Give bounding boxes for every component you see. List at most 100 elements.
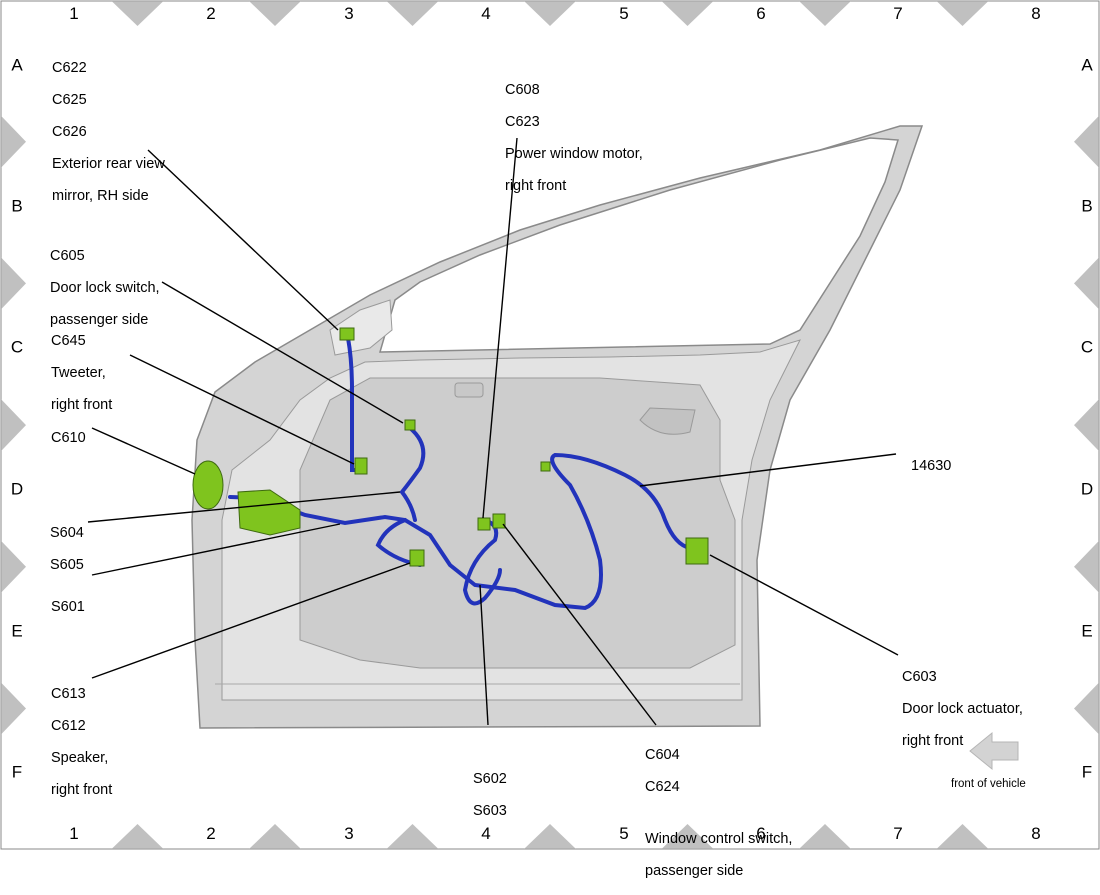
callout-actuator: C603 Door lock actuator, right front (902, 653, 1023, 765)
grid-row-right-A: A (1081, 55, 1093, 75)
frame-marker-top (936, 1, 989, 26)
frame-marker-right (1074, 115, 1099, 168)
callout-line: C624 (645, 779, 680, 795)
grid-row-left-D: D (10, 479, 24, 499)
front-arrow-icon (969, 731, 1019, 771)
connector-c603 (685, 537, 709, 565)
callout-line: passenger side (645, 863, 744, 879)
harness-mirror-branch (346, 336, 362, 472)
frame-marker-right (1074, 682, 1099, 735)
grid-col-top-2: 2 (206, 4, 216, 23)
frame-marker-bottom (799, 824, 851, 849)
mirror-mount (329, 299, 393, 356)
callout-line: S604 (50, 525, 84, 541)
callout-line: Exterior rear view (52, 156, 165, 172)
callout-line: S605 (50, 557, 84, 573)
grid-row-right-E: E (1081, 621, 1093, 641)
connector-c622 (339, 327, 355, 341)
grid-col-bottom-6: 6 (756, 824, 766, 843)
frame-marker-top (111, 1, 164, 26)
frame-marker-left (1, 540, 26, 593)
callout-line: C603 (902, 669, 937, 685)
callout-line: right front (902, 733, 964, 749)
callout-line: C608 (505, 82, 540, 98)
connector-c608 (477, 517, 491, 531)
grid-col-bottom-3: 3 (344, 824, 354, 843)
frame-marker-left (1, 399, 26, 452)
frame-marker-bottom (936, 824, 989, 849)
grid-row-left-A: A (11, 55, 23, 75)
frame-marker-top (524, 1, 576, 26)
frame-marker-top (249, 1, 301, 26)
frame-marker-top (661, 1, 714, 26)
leader-c610 (91, 427, 196, 475)
door-body (191, 125, 924, 729)
grid-col-bottom-5: 5 (619, 824, 629, 843)
callout-s601: S601 (51, 583, 85, 631)
frame-marker-right (1074, 399, 1099, 452)
connector-c604 (492, 513, 506, 529)
callout-line: C613 (51, 686, 86, 702)
grid-row-right-D: D (1080, 479, 1094, 499)
callout-line: C622 (52, 60, 87, 76)
leader-lock-switch (161, 281, 404, 424)
callout-window-motor: C608 C623 Power window motor, right fron… (505, 66, 643, 210)
grid-col-bottom-7: 7 (893, 824, 903, 843)
frame-marker-bottom (111, 824, 164, 849)
grid-col-top-1: 1 (69, 4, 79, 23)
connector-c610 (192, 460, 224, 510)
leader-mirror (147, 149, 339, 331)
grid-col-top-6: 6 (756, 4, 766, 23)
door-harness-diagram (0, 0, 1100, 850)
frame-marker-right (1074, 540, 1099, 593)
leader-window-motor (482, 137, 518, 519)
callout-s604: S604 S605 (50, 509, 84, 589)
frame-marker-top (386, 1, 439, 26)
grid-row-left-B: B (11, 196, 23, 216)
callout-tweeter: C645 Tweeter, right front (51, 317, 112, 429)
harness-speaker-branch (375, 518, 422, 567)
callout-line: Door lock actuator, (902, 701, 1023, 717)
frame-marker-bottom (386, 824, 439, 849)
grid-col-top-3: 3 (344, 4, 354, 23)
leader-actuator (709, 554, 899, 656)
leader-s602 (479, 584, 489, 726)
grid-row-left-F: F (11, 762, 23, 782)
connectors (192, 327, 709, 567)
connector-c613 (409, 549, 425, 567)
connector-c605 (404, 419, 416, 431)
callout-line: 14630 (911, 458, 952, 474)
connector-main-block (237, 489, 301, 536)
callout-speaker: C613 C612 Speaker, right front (51, 670, 112, 814)
frame-marker-top (799, 1, 851, 26)
grid-row-left-E: E (11, 621, 23, 641)
callout-line: right front (505, 178, 567, 194)
callout-line: C625 (52, 92, 87, 108)
callout-line: S601 (51, 599, 85, 615)
grid-col-top-7: 7 (893, 4, 903, 23)
leader-lines (87, 137, 899, 726)
leader-harness (639, 453, 897, 487)
grid-col-bottom-1: 1 (69, 824, 79, 843)
callout-line: Speaker, (51, 750, 109, 766)
grid-row-right-B: B (1081, 196, 1093, 216)
callout-line: C626 (52, 124, 87, 140)
frame-marker-left (1, 682, 26, 735)
grid-col-bottom-8: 8 (1031, 824, 1041, 843)
callout-line: C610 (51, 430, 86, 446)
frame-marker-bottom (661, 824, 714, 849)
callout-line: Window control switch, (645, 831, 793, 847)
grid-col-bottom-4: 4 (481, 824, 491, 843)
front-of-vehicle-label: front of vehicle (951, 778, 1026, 790)
callout-mirror: C622 C625 C626 Exterior rear view mirror… (52, 44, 165, 220)
callout-line: C623 (505, 114, 540, 130)
callout-line: C604 (645, 747, 680, 763)
frame-marker-left (1, 115, 26, 168)
harness-upper-branch (399, 426, 426, 522)
grid-col-top-5: 5 (619, 4, 629, 23)
leader-s601 (91, 523, 341, 576)
harness-window-branch (462, 518, 502, 606)
callout-line: S602 (473, 771, 507, 787)
frame-marker-bottom (524, 824, 576, 849)
callout-line: S603 (473, 803, 507, 819)
